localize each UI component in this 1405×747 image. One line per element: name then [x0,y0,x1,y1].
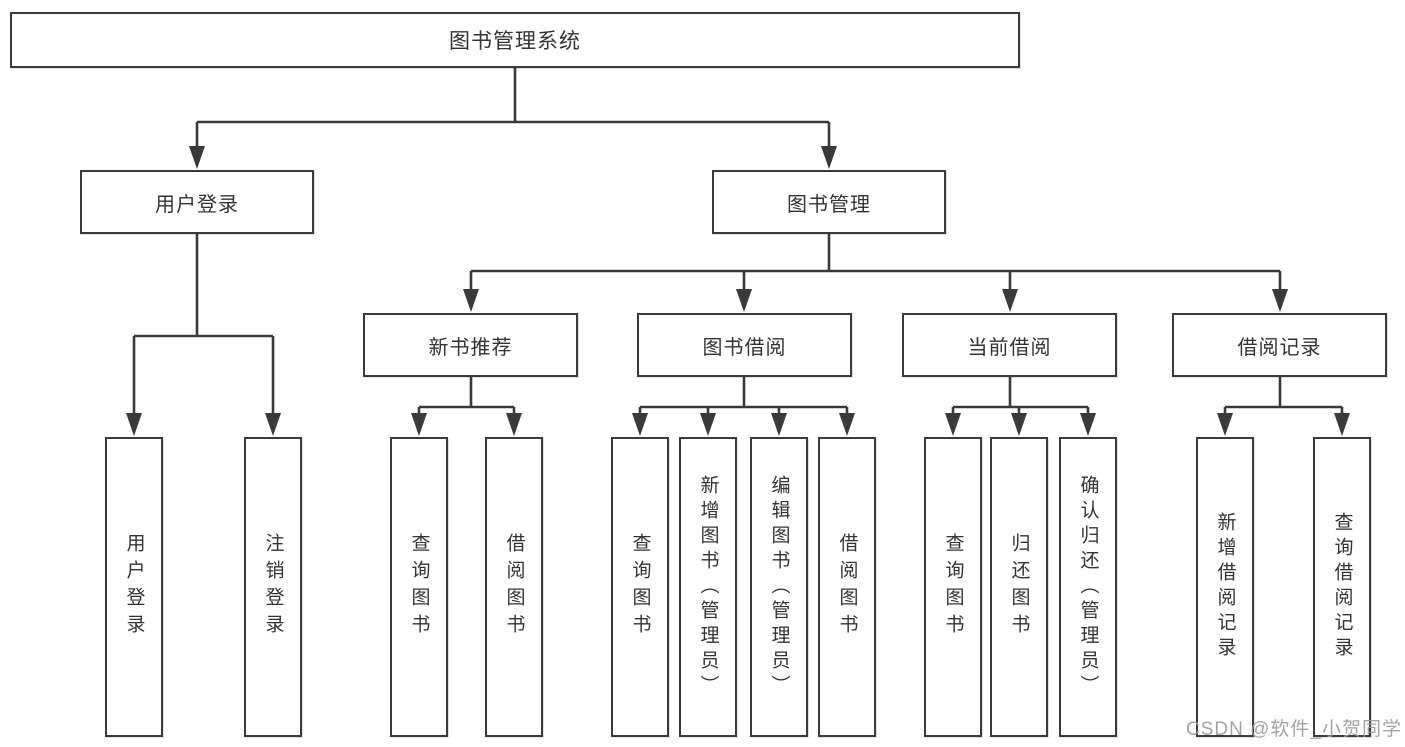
leaf-query-books-recommend-label: 查询图书 [408,533,430,641]
node-borrow-records: 借阅记录 [1172,313,1387,377]
leaf-add-borrow-record: 新增借阅记录 [1196,437,1254,737]
leaf-query-borrow-record: 查询借阅记录 [1313,437,1371,737]
node-current-borrow: 当前借阅 [902,313,1117,377]
leaf-add-books-admin-label: 新增图书（管理员） [697,474,719,700]
leaf-query-books-recommend: 查询图书 [390,437,448,737]
node-user-login: 用户登录 [80,170,314,234]
node-new-book-recommend-label: 新书推荐 [428,336,513,359]
leaf-borrow-books: 借阅图书 [818,437,876,737]
leaf-confirm-return-admin: 确认归还（管理员） [1059,437,1117,737]
leaf-user-login: 用户登录 [105,437,163,737]
node-user-login-label: 用户登录 [155,193,239,216]
leaf-user-login-label: 用户登录 [123,533,145,641]
node-book-management: 图书管理 [712,170,946,234]
leaf-query-books-borrow-label: 查询图书 [629,533,651,641]
node-current-borrow-label: 当前借阅 [967,336,1052,359]
leaf-logout: 注销登录 [244,437,302,737]
leaf-query-borrow-record-label: 查询借阅记录 [1331,512,1353,662]
node-book-borrow: 图书借阅 [637,313,852,377]
node-root-system: 图书管理系统 [10,12,1020,68]
leaf-query-books-current: 查询图书 [924,437,982,737]
node-root-label: 图书管理系统 [449,30,581,53]
csdn-watermark: CSDN @软件_小贺同学 [1186,719,1402,740]
leaf-return-books-label: 归还图书 [1008,533,1030,641]
leaf-add-books-admin: 新增图书（管理员） [679,437,737,737]
node-new-book-recommend: 新书推荐 [363,313,578,377]
leaf-logout-label: 注销登录 [262,533,284,641]
leaf-query-books-current-label: 查询图书 [942,533,964,641]
leaf-return-books: 归还图书 [990,437,1048,737]
node-book-borrow-label: 图书借阅 [702,336,787,359]
leaf-query-books-borrow: 查询图书 [611,437,669,737]
node-borrow-records-label: 借阅记录 [1237,336,1322,359]
leaf-borrow-books-recommend-label: 借阅图书 [503,533,525,641]
leaf-confirm-return-admin-label: 确认归还（管理员） [1077,474,1099,700]
leaf-add-borrow-record-label: 新增借阅记录 [1214,512,1236,662]
leaf-edit-books-admin-label: 编辑图书（管理员） [768,474,790,700]
node-book-management-label: 图书管理 [787,193,871,216]
leaf-borrow-books-recommend: 借阅图书 [485,437,543,737]
leaf-edit-books-admin: 编辑图书（管理员） [750,437,808,737]
leaf-borrow-books-label: 借阅图书 [836,533,858,641]
